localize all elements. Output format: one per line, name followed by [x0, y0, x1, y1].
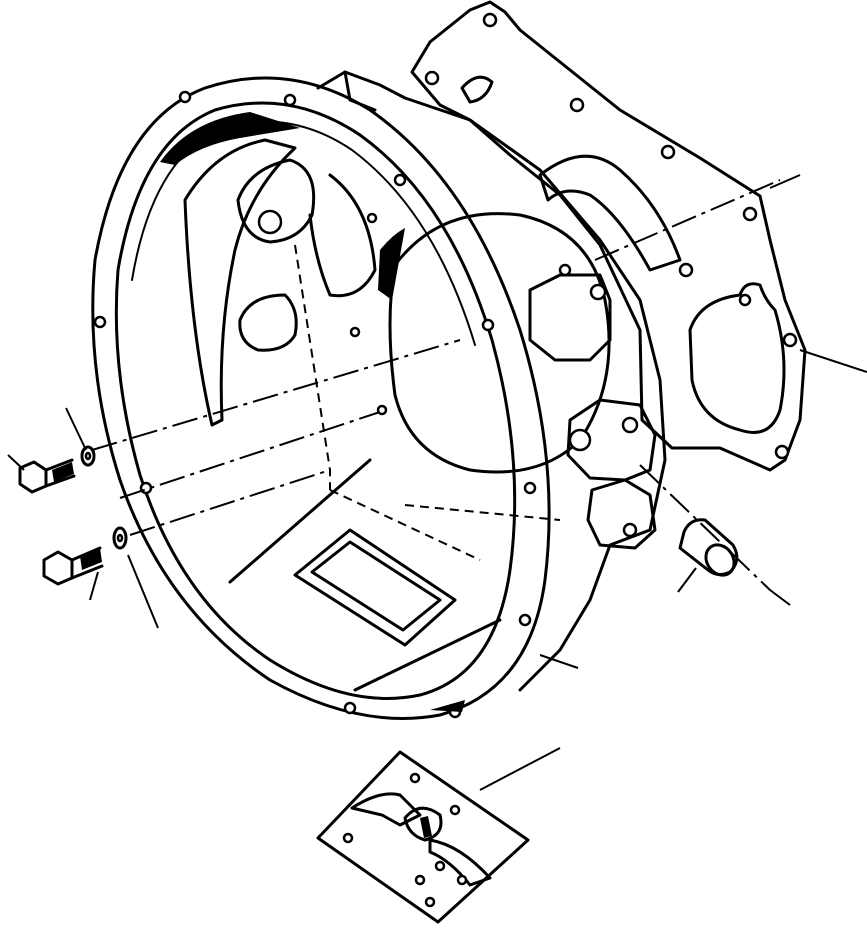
- bushing-icon: [678, 518, 739, 577]
- washer-icon: [80, 445, 96, 467]
- leader-lines: [7, 174, 867, 791]
- bolt-icon: [42, 546, 104, 586]
- flywheel-housing-icon: [91, 70, 667, 720]
- cover-plate-icon: [316, 750, 530, 924]
- center-lines: [91, 179, 781, 591]
- bolt-icon: [18, 458, 76, 494]
- washer-icon: [112, 526, 128, 550]
